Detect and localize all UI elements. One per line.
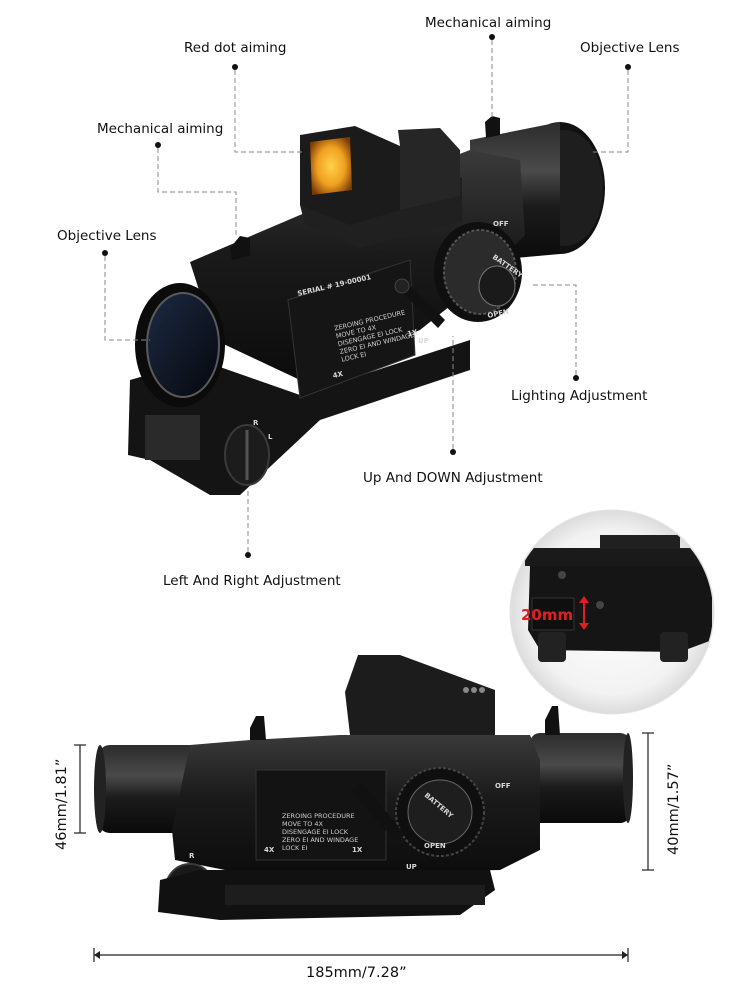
front-sight-post [230, 236, 250, 260]
callout-up-down-adjustment: Up And DOWN Adjustment [363, 470, 543, 486]
up-label-side: UP [406, 863, 417, 871]
svg-text:1X: 1X [352, 846, 363, 854]
dimension-height-left: 46mm/1.81” [54, 759, 70, 850]
lighting-knob: BATTERY OPEN OFF [434, 220, 525, 322]
svg-text:4X: 4X [264, 846, 275, 854]
callout-red-dot-aiming: Red dot aiming [184, 40, 286, 56]
callout-leaders [102, 34, 631, 558]
up-label-top: UP [418, 337, 429, 345]
scope-angled-view: SERIAL # 19-00001 ZEROING PROCEDURE MOVE… [128, 116, 605, 495]
callout-left-right-adjustment: Left And Right Adjustment [163, 573, 341, 589]
rear-sight-post [485, 116, 500, 138]
engraved-text-panel-side: ZEROING PROCEDURE MOVE TO 4X DISENGAGE E… [264, 812, 363, 854]
svg-text:LOCK EI: LOCK EI [282, 844, 307, 852]
svg-text:OPEN: OPEN [424, 842, 446, 850]
callout-mechanical-aiming-top: Mechanical aiming [425, 15, 551, 31]
svg-text:L: L [268, 433, 273, 441]
callout-mechanical-aiming-left: Mechanical aiming [97, 121, 223, 137]
dimension-height-right: 40mm/1.57” [666, 764, 682, 855]
scope-side-view: ZEROING PROCEDURE MOVE TO 4X DISENGAGE E… [94, 655, 633, 920]
dimension-lines [74, 732, 654, 962]
svg-text:OFF: OFF [495, 782, 511, 790]
windage-knob: R L [224, 419, 273, 486]
dimension-length: 185mm/7.28” [306, 965, 407, 981]
callout-objective-lens-right: Objective Lens [580, 40, 679, 56]
svg-text:R: R [189, 852, 195, 860]
svg-text:DISENGAGE EI LOCK: DISENGAGE EI LOCK [282, 828, 349, 836]
callout-lighting-adjustment: Lighting Adjustment [511, 388, 647, 404]
red-dot-lens [310, 137, 352, 195]
svg-text:4X: 4X [332, 370, 344, 380]
svg-text:OFF: OFF [493, 220, 509, 228]
svg-text:MOVE TO 4X: MOVE TO 4X [282, 820, 324, 828]
inset-measure-label: 20mm [521, 606, 573, 624]
svg-text:1X: 1X [407, 328, 419, 338]
red-dot-sight [345, 655, 495, 735]
mount-height-inset: 20mm [509, 509, 715, 715]
callout-objective-lens-left: Objective Lens [57, 228, 156, 244]
lighting-knob-side: BATTERY OPEN OFF [395, 767, 511, 857]
svg-text:ZERO EI AND WINDAGE: ZERO EI AND WINDAGE [282, 836, 358, 844]
svg-text:R: R [253, 419, 259, 427]
svg-text:ZEROING PROCEDURE: ZEROING PROCEDURE [282, 812, 355, 820]
throw-lever [395, 285, 445, 328]
